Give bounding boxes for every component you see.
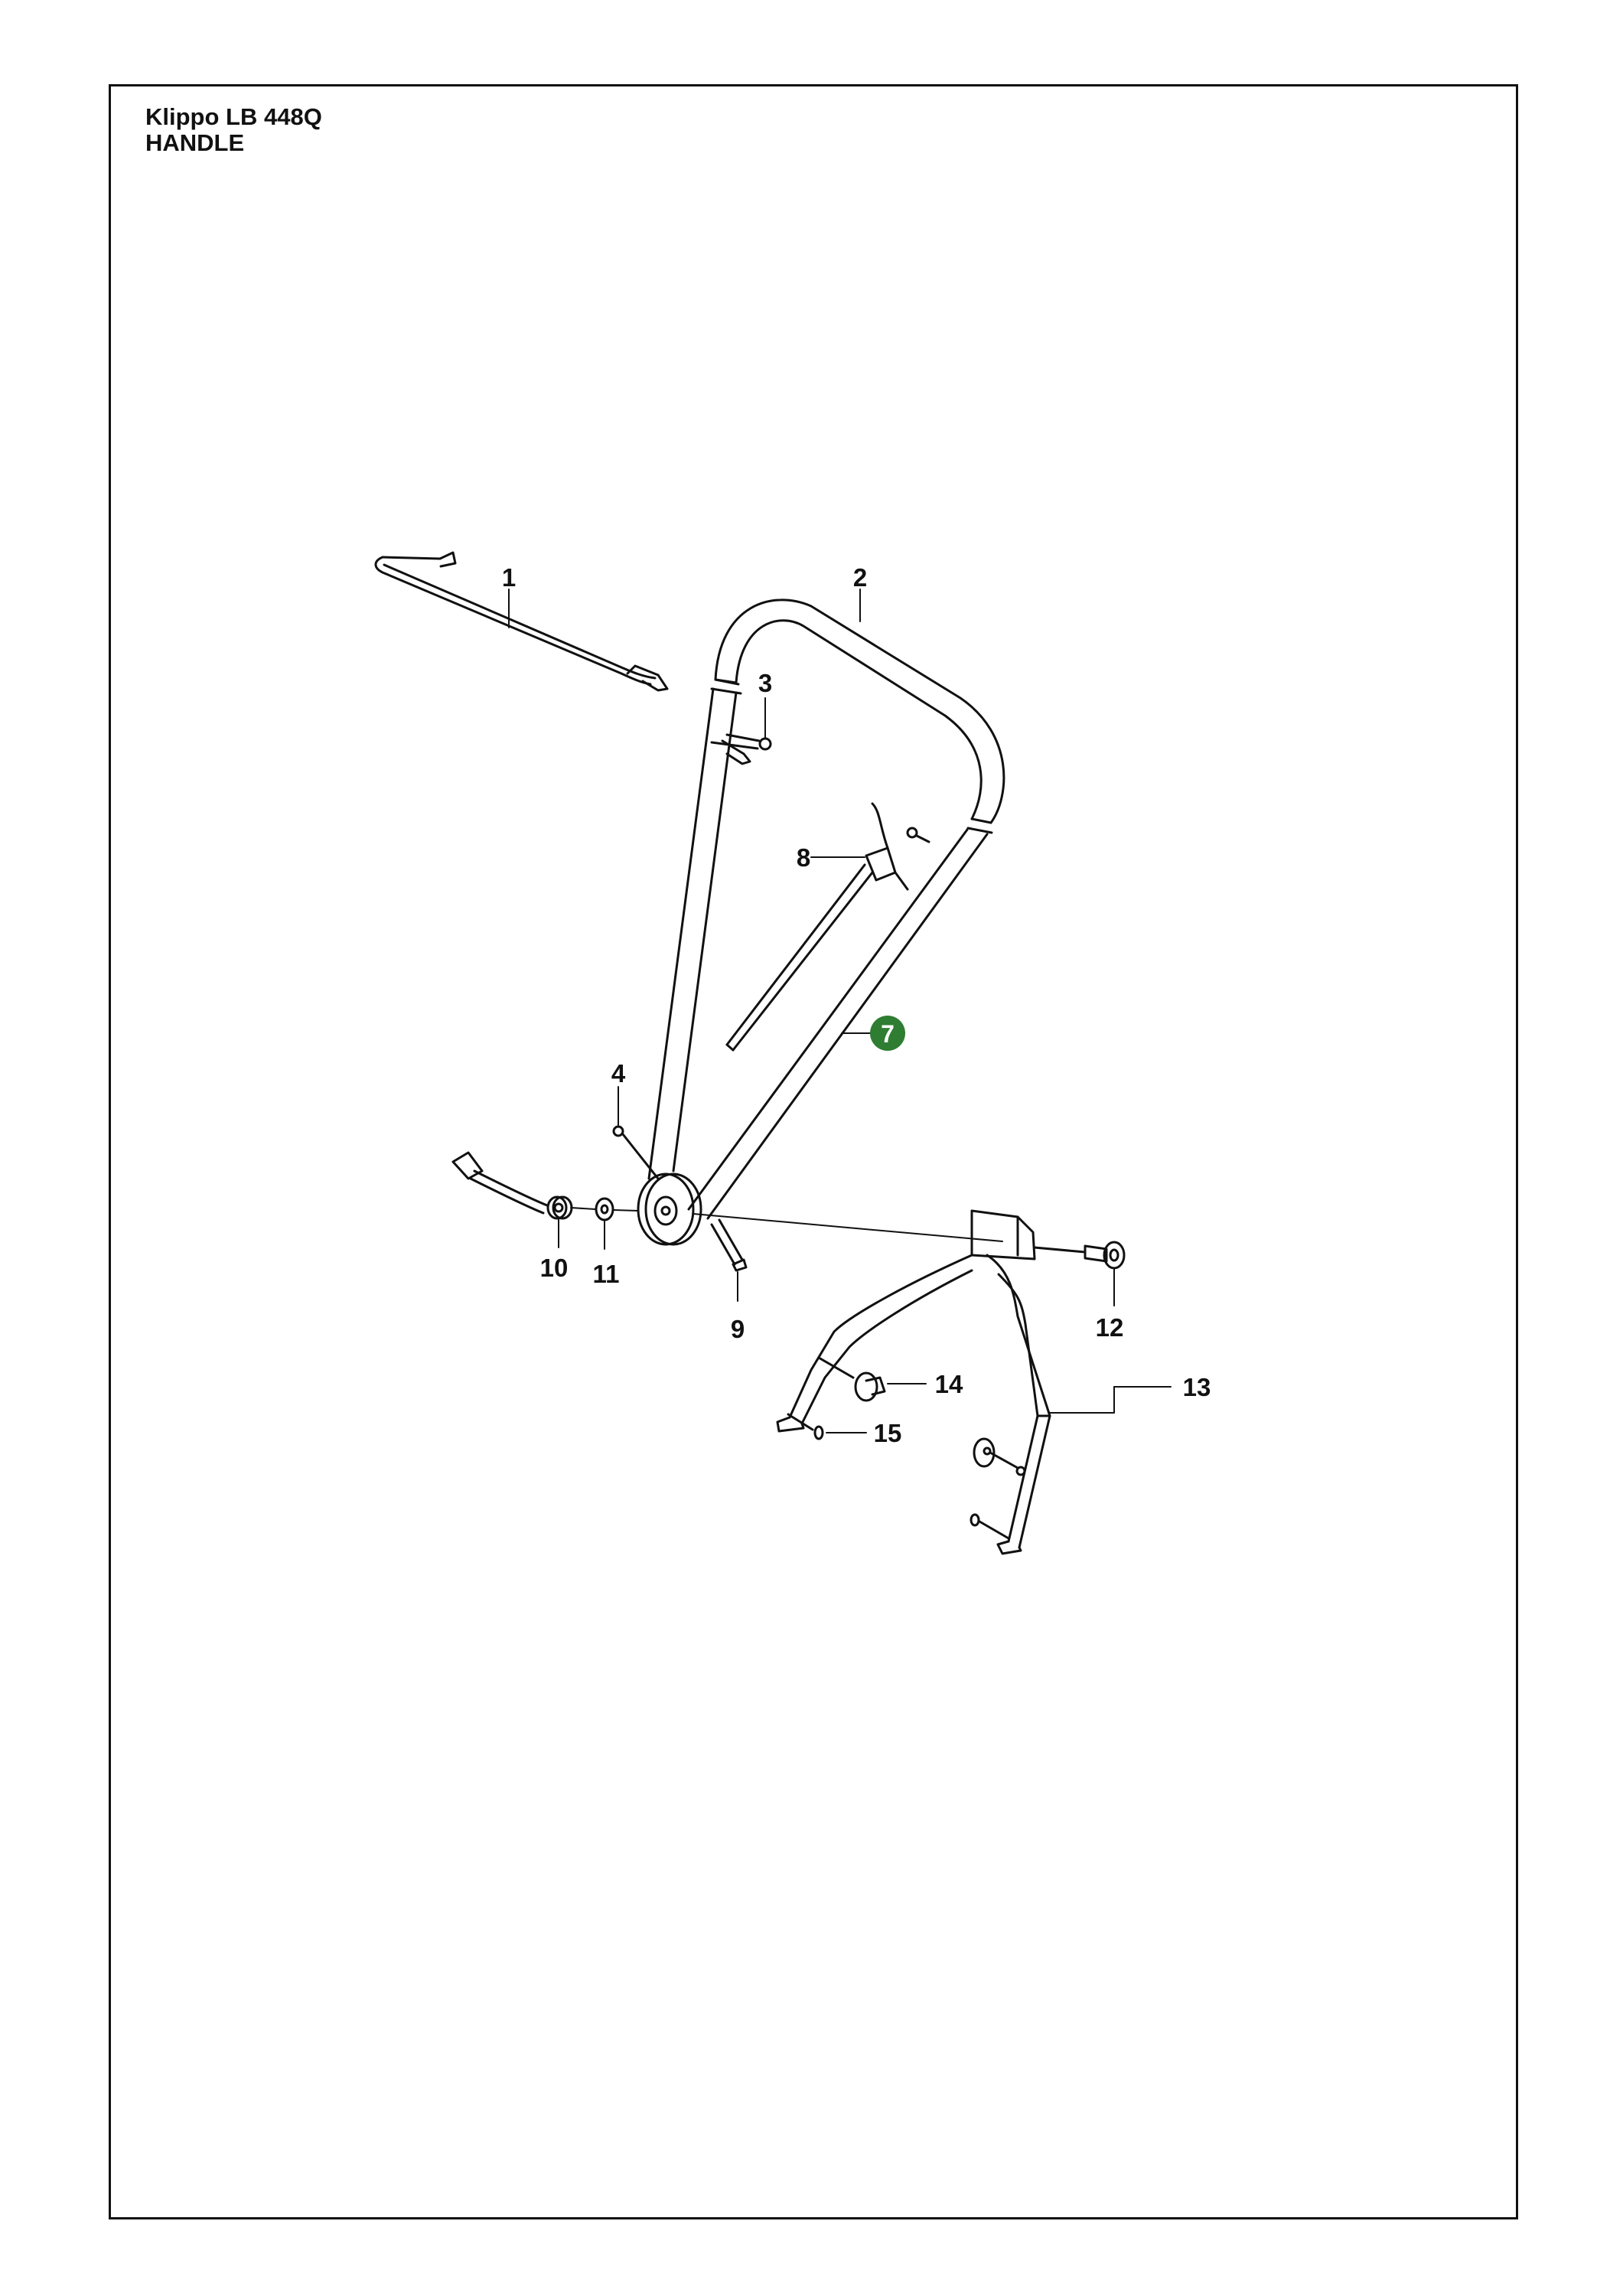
callout-10: 10 [540,1254,569,1282]
model-name: Klippo LB 448Q [145,103,322,130]
section-name: HANDLE [145,129,245,156]
callout-3: 3 [758,669,772,697]
part-8-cable-clip [725,802,909,1052]
part-15-screw [787,1413,824,1440]
part-4-nut [612,1125,660,1180]
drawing-frame [109,84,1518,2219]
part-13-lower-frame [776,1209,1051,1555]
part-12-bolt-washer [1033,1241,1126,1270]
part-7-lower-handle [647,687,989,1220]
leader-lines [508,589,1172,1433]
assembly-centerline [570,1207,1003,1242]
small-bolt-right [906,827,930,843]
part-2-upper-handle [710,598,1005,834]
part-14-washer-knob [817,1356,886,1402]
part-10-knob [451,1151,573,1220]
part-9-bolt [710,1218,748,1272]
callout-2: 2 [853,563,867,592]
callout-12: 12 [1096,1313,1124,1342]
callout-15: 15 [874,1419,902,1447]
right-leg-hardware [970,1437,1026,1540]
callout-1: 1 [502,563,516,592]
part-1-control-bail [374,551,669,692]
callout-7: 7 [881,1020,895,1048]
callout-7-highlighted: 7 [870,1016,905,1051]
part-11-washer [595,1197,614,1221]
callout-8: 8 [797,843,810,872]
callout-11: 11 [593,1260,620,1288]
pivot-hub [637,1172,702,1246]
page-title: Klippo LB 448Q HANDLE [145,104,322,156]
callout-9: 9 [731,1315,745,1343]
callout-14: 14 [935,1370,963,1398]
callout-4: 4 [611,1059,626,1088]
callout-13: 13 [1183,1373,1211,1401]
